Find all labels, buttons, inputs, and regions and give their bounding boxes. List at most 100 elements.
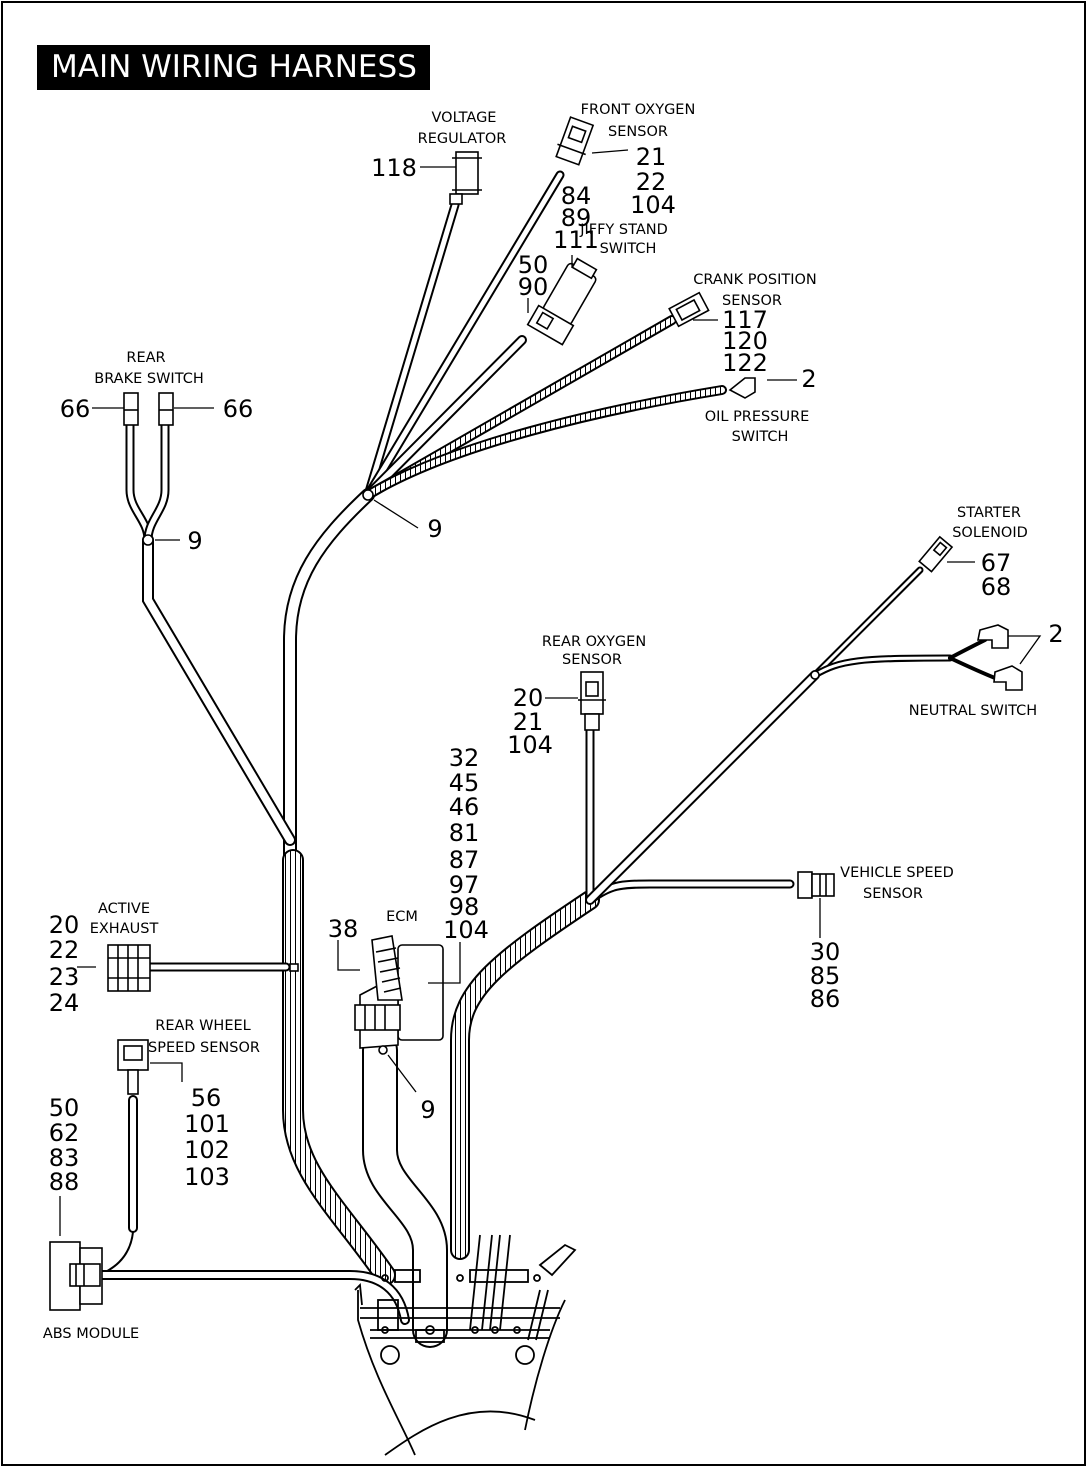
front-oxygen-sensor-connector (555, 116, 595, 166)
callout-number: 66 (223, 395, 254, 423)
abs-module (49, 1241, 103, 1311)
callout-number: 20 (513, 684, 544, 712)
callout-number: 118 (371, 154, 417, 182)
vehicle-speed-sensor-connector (797, 871, 835, 899)
diagram-title: MAIN WIRING HARNESS (37, 45, 430, 90)
crank-position-sensor-connector (668, 291, 710, 328)
main-branch-clip (362, 489, 374, 501)
callout-number: 111 (553, 226, 599, 254)
callout-number: 84 (561, 182, 592, 210)
callout-number: 120 (722, 327, 768, 355)
callout-number: 86 (810, 985, 841, 1013)
callout-number: 30 (810, 938, 841, 966)
callout-number: 23 (49, 963, 80, 991)
main-trunk-wire (283, 488, 375, 867)
callout-number: 104 (443, 916, 489, 944)
callout-number: 97 (449, 871, 480, 899)
right-branch-wires (585, 566, 997, 905)
oil-pressure-switch-terminal (728, 377, 756, 399)
rear-wheel-speed-sensor-label: REAR WHEEL (155, 1018, 250, 1034)
vehicle-speed-sensor-label: SENSOR (863, 886, 923, 902)
brake-switch-branch-wire (125, 420, 296, 846)
rear-wheel-speed-sensor-connector (117, 1039, 149, 1095)
callout-number: 21 (636, 143, 667, 171)
rear-oxygen-sensor-label: SENSOR (562, 652, 622, 668)
rear-brake-switch-label: BRAKE SWITCH (94, 371, 204, 387)
brake-branch-clip (142, 534, 154, 546)
callout-number: 62 (49, 1119, 80, 1147)
oil-pressure-switch-label: OIL PRESSURE (705, 409, 810, 425)
callout-number: 83 (49, 1144, 80, 1172)
callout-number: 87 (449, 846, 480, 874)
callout-number: 2 (801, 365, 816, 393)
callout-number: 104 (630, 191, 676, 219)
callout-number: 9 (427, 515, 442, 543)
callout-number: 9 (187, 527, 202, 555)
left-conduit (282, 849, 396, 1286)
harness-clips (142, 489, 820, 972)
callout-number: 38 (328, 915, 359, 943)
leader-lines (59, 149, 1042, 1236)
callout-number: 45 (449, 769, 480, 797)
abs-leads (95, 1095, 410, 1325)
callout-numbers: 118 21 22 104 84 89 111 50 90 117 120 12… (49, 143, 1064, 1196)
active-exhaust-label: EXHAUST (90, 921, 159, 937)
callout-number: 68 (981, 573, 1012, 601)
callout-number: 9 (420, 1096, 435, 1124)
callout-number: 50 (518, 251, 549, 279)
callout-number: 90 (518, 273, 549, 301)
frame-mount-assembly (354, 1234, 577, 1456)
callout-number: 101 (184, 1110, 230, 1138)
callout-number: 102 (184, 1136, 230, 1164)
callout-number: 98 (449, 893, 480, 921)
front-oxygen-sensor-label: FRONT OXYGEN (581, 102, 696, 118)
callout-number: 81 (449, 819, 480, 847)
callout-number: 122 (722, 349, 768, 377)
callout-number: 22 (636, 168, 667, 196)
callout-number: 24 (49, 989, 80, 1017)
callout-number: 117 (722, 306, 768, 334)
voltage-regulator-label: VOLTAGE (432, 110, 497, 126)
neutral-switch-label: NEUTRAL SWITCH (909, 703, 1037, 719)
active-exhaust-connector (107, 944, 151, 992)
starter-solenoid-label: SOLENOID (952, 525, 1028, 541)
callout-number: 89 (561, 204, 592, 232)
right-conduit (450, 890, 600, 1260)
neutral-switch-terminals (977, 624, 1023, 691)
component-labels: VOLTAGE REGULATOR FRONT OXYGEN SENSOR JI… (43, 102, 1037, 1342)
rear-brake-switch-connectors (123, 392, 174, 426)
callout-number: 103 (184, 1163, 230, 1191)
jiffy-stand-switch (526, 257, 598, 346)
callout-number: 88 (49, 1168, 80, 1196)
starter-solenoid-connector (918, 535, 954, 573)
rear-oxygen-sensor-connector (578, 671, 606, 731)
ecm-unit (354, 935, 444, 1055)
front-oxygen-sensor-label: SENSOR (608, 124, 668, 140)
jiffy-stand-switch-label: JIFFY STAND (579, 222, 668, 238)
upper-fan-wires (363, 170, 727, 500)
callout-number: 67 (981, 549, 1012, 577)
active-exhaust-label: ACTIVE (98, 901, 150, 917)
voltage-regulator-connector (449, 151, 482, 205)
rear-brake-switch-label: REAR (126, 350, 165, 366)
jiffy-stand-switch-label: SWITCH (600, 241, 657, 257)
exhaust-tap-clip (289, 963, 299, 972)
callout-number: 85 (810, 962, 841, 990)
callout-number: 104 (507, 731, 553, 759)
oil-pressure-switch-label: SWITCH (732, 429, 789, 445)
voltage-regulator-label: REGULATOR (418, 131, 507, 147)
crank-position-sensor-label: CRANK POSITION (693, 272, 817, 288)
abs-module-label: ABS MODULE (43, 1326, 139, 1342)
callout-number: 50 (49, 1094, 80, 1122)
callout-number: 56 (191, 1084, 222, 1112)
ecm-drop-wire (362, 1032, 448, 1348)
callout-number: 2 (1048, 620, 1063, 648)
callout-number: 21 (513, 708, 544, 736)
callout-number: 20 (49, 911, 80, 939)
rear-wheel-speed-sensor-label: SPEED SENSOR (148, 1040, 260, 1056)
right-branch-clip (810, 670, 820, 680)
callout-number: 32 (449, 744, 480, 772)
vehicle-speed-sensor-label: VEHICLE SPEED (840, 865, 954, 881)
